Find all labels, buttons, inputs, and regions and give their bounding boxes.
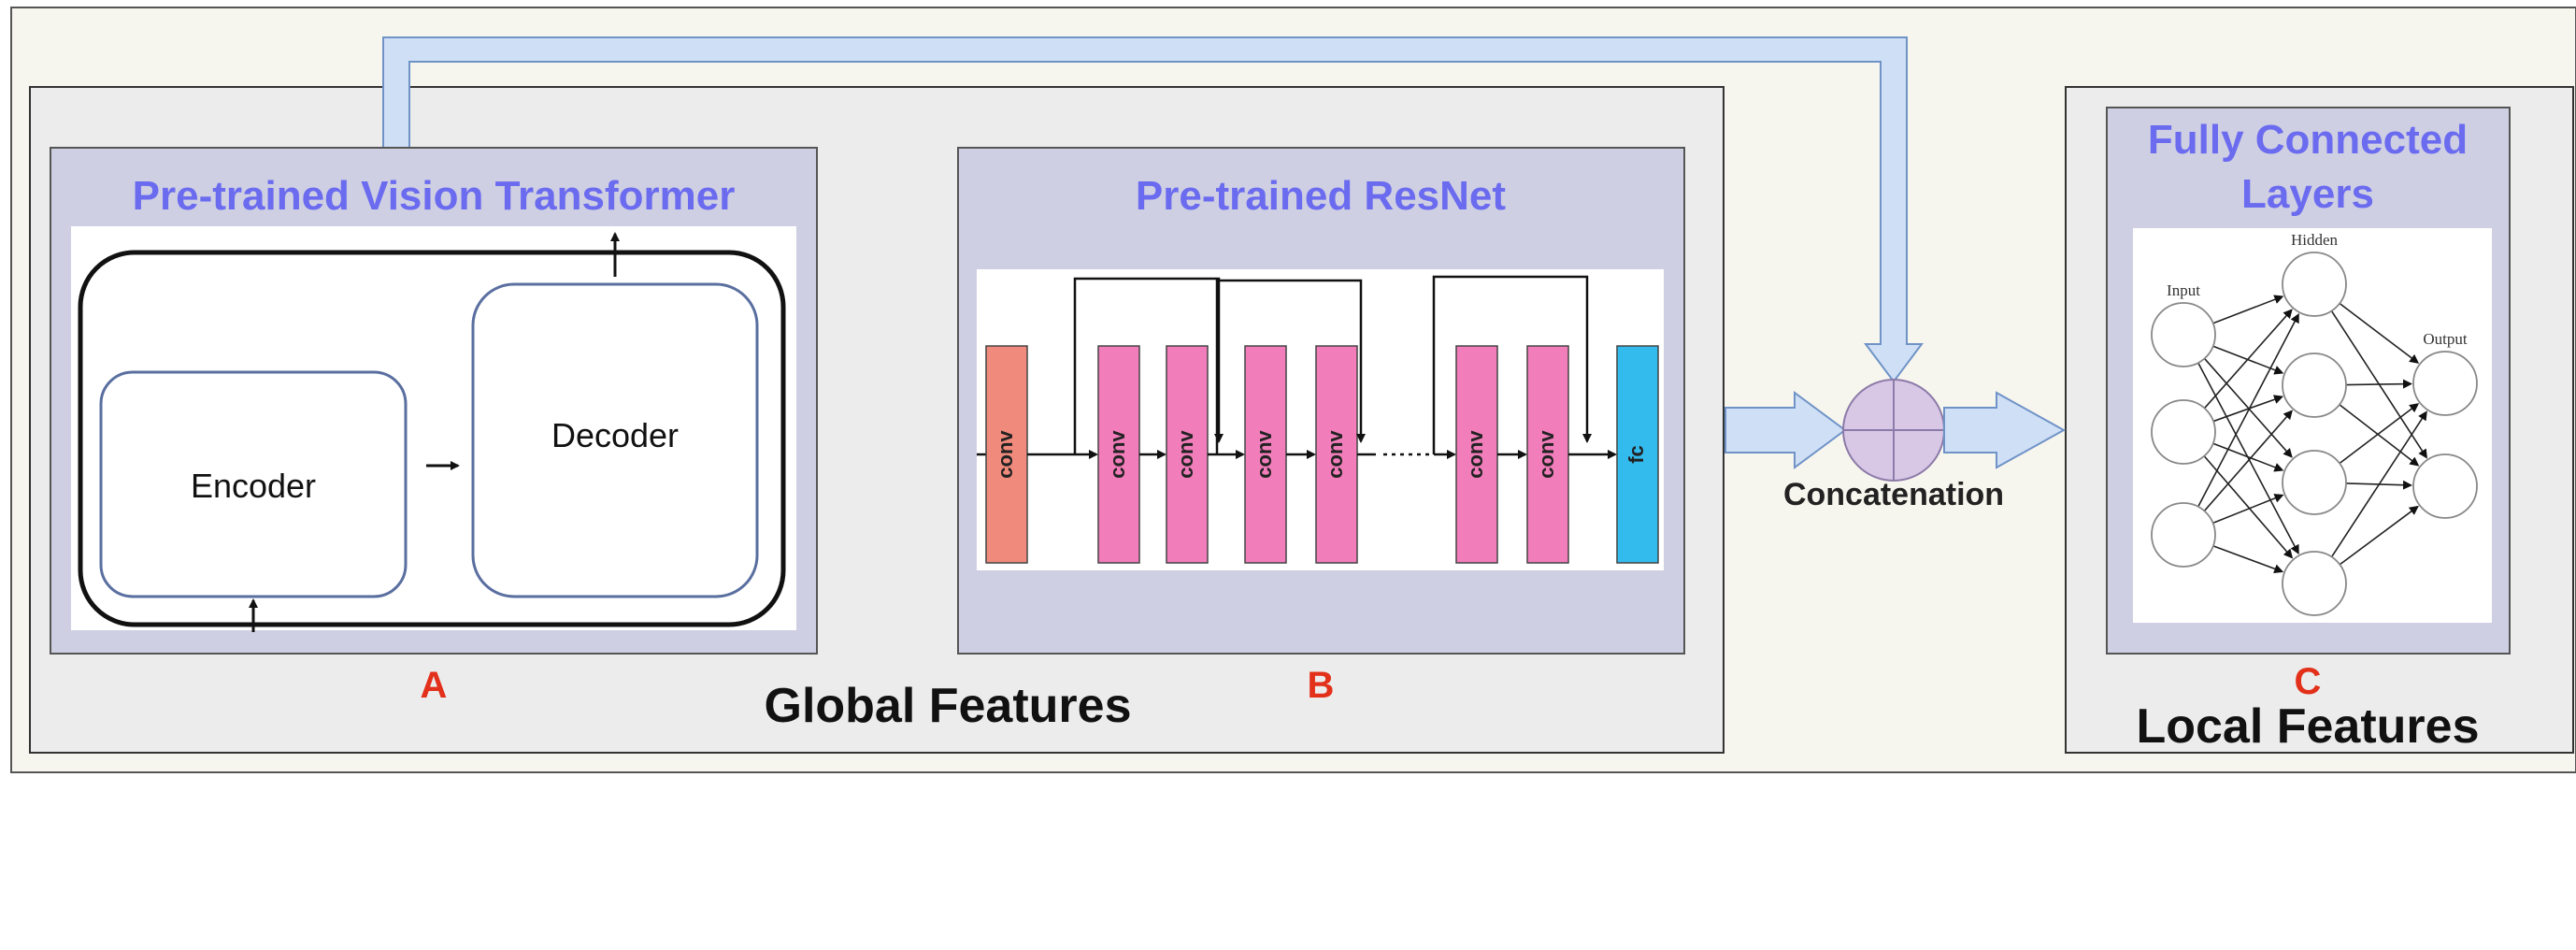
transformer-outline: [78, 250, 786, 627]
decoder-label: Decoder: [551, 416, 679, 454]
concat-to-local-arrow: [1943, 391, 2067, 469]
resnet-block: [1315, 345, 1358, 564]
nn-connection: [2197, 313, 2299, 508]
nn-connection: [2203, 309, 2293, 410]
nn-connection: [2197, 362, 2299, 555]
nn-node: [2412, 453, 2478, 519]
resnet-block: [1526, 345, 1569, 564]
vit-to-concat-arrow: [382, 36, 1924, 383]
nn-node: [2151, 502, 2216, 568]
nn-node: [2151, 302, 2216, 367]
resnet-block: [1166, 345, 1209, 564]
nn-node: [2151, 399, 2216, 465]
resnet-block-label: fc: [1624, 445, 1648, 464]
panel-letter-b: B: [1308, 665, 1335, 706]
resnet-blocks: conv conv conv conv conv conv conv fc: [977, 275, 1659, 564]
resnet-skip-connection: [1215, 279, 1366, 454]
fc-panel-title-line2: Layers: [2241, 171, 2374, 217]
nn-hidden-label: Hidden: [2291, 231, 2339, 249]
nn-connection: [2212, 545, 2284, 574]
encoder-block: [99, 370, 408, 598]
resnet-panel-title: Pre-trained ResNet: [1136, 173, 1506, 219]
nn-connection: [2330, 410, 2427, 557]
panel-letter-c: C: [2295, 661, 2322, 702]
vit-panel-title: Pre-trained Vision Transformer: [133, 173, 736, 219]
nn-connection: [2339, 404, 2420, 467]
resnet-skip-connection: [1073, 277, 1224, 454]
resnet-skip-connection: [1432, 275, 1592, 454]
resnet-block-label: conv: [1174, 430, 1197, 479]
resnet-block-label: conv: [1464, 430, 1487, 479]
nn-connection: [2339, 505, 2419, 566]
resnet-block-label: conv: [994, 430, 1017, 479]
nn-connection: [2203, 357, 2293, 458]
concatenation-label: Concatenation: [1783, 477, 2004, 512]
nn-connection: [2212, 395, 2284, 423]
nn-connection: [2212, 494, 2284, 525]
nn-node: [2282, 353, 2347, 418]
decoder-block: [471, 282, 759, 598]
resnet-block-label: conv: [1106, 430, 1129, 479]
nn-connection: [2345, 379, 2413, 389]
local-features-label: Local Features: [2136, 699, 2479, 754]
resnet-block: [1455, 345, 1498, 564]
global-features-label: Global Features: [765, 679, 1132, 733]
fc-panel-title-line1: Fully Connected: [2148, 117, 2468, 163]
nn-node: [2282, 252, 2347, 317]
resnet-block-label: conv: [1252, 430, 1276, 479]
encoder-label: Encoder: [191, 467, 316, 505]
resnet-block: [1097, 345, 1140, 564]
resnet-block: [1616, 345, 1659, 564]
nn-connection: [2212, 295, 2284, 324]
nn-node: [2282, 551, 2347, 616]
nn-connection: [2203, 455, 2294, 559]
nn-connection: [2339, 302, 2420, 364]
nn-node: [2282, 450, 2347, 515]
nn-output-label: Output: [2423, 330, 2468, 348]
nn-connection: [2212, 442, 2284, 472]
nn-input-label: Input: [2167, 281, 2200, 299]
nn-node: [2412, 351, 2478, 416]
global-to-concat-arrow: [1724, 391, 1847, 469]
nn-connection: [2339, 403, 2420, 465]
resnet-block-label: conv: [1324, 430, 1347, 479]
nn-connection: [2203, 410, 2293, 511]
panel-letter-a: A: [421, 665, 448, 706]
resnet-block-label: conv: [1535, 430, 1558, 479]
resnet-block: [985, 345, 1028, 564]
